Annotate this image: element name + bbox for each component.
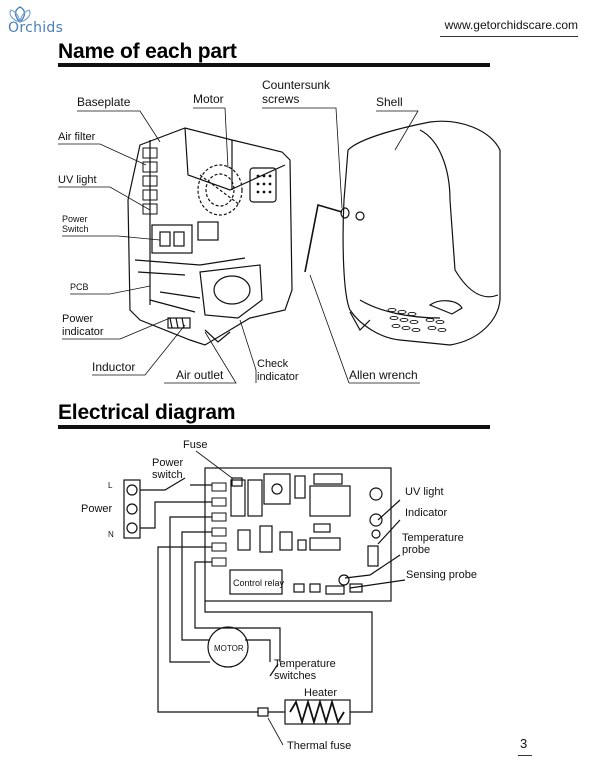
label-countersunk-1: Countersunk bbox=[262, 78, 331, 92]
label-power: Power bbox=[81, 503, 113, 515]
label-uv-light: UV light bbox=[58, 174, 97, 186]
power-terminal-block bbox=[123, 479, 141, 539]
label-check-indicator-2: indicator bbox=[257, 371, 299, 383]
label-heater: Heater bbox=[304, 687, 337, 699]
circuit-diagram bbox=[123, 467, 406, 726]
label-indicator: Indicator bbox=[405, 507, 448, 519]
label-uv-light: UV light bbox=[405, 486, 444, 498]
part-labels: Baseplate Motor Countersunk screws Shell… bbox=[58, 78, 418, 383]
label-temp-switches-2: switches bbox=[274, 670, 317, 682]
label-power-switch-1: Power bbox=[62, 214, 88, 224]
label-shell: Shell bbox=[376, 95, 403, 109]
thermal-fuse-symbol bbox=[257, 707, 269, 717]
page-number: 3 bbox=[520, 736, 528, 751]
section-rule-parts bbox=[58, 63, 490, 67]
label-temp-probe-1: Temperature bbox=[402, 532, 464, 544]
label-air-outlet: Air outlet bbox=[176, 368, 224, 382]
label-allen-wrench: Allen wrench bbox=[349, 368, 418, 382]
control-relay bbox=[229, 569, 283, 595]
label-baseplate: Baseplate bbox=[77, 95, 131, 109]
label-line-n: N bbox=[108, 530, 114, 539]
label-power-switch-2: Switch bbox=[62, 224, 89, 234]
label-power-switch-1: Power bbox=[152, 457, 184, 469]
label-power-indicator-1: Power bbox=[62, 313, 94, 325]
control-board bbox=[204, 467, 392, 602]
label-temp-switches-1: Temperature bbox=[274, 658, 336, 670]
allen-wrench-illustration bbox=[304, 203, 365, 273]
header-divider bbox=[440, 36, 578, 37]
motor-symbol bbox=[207, 626, 249, 668]
label-sensing-probe: Sensing probe bbox=[406, 569, 477, 581]
label-control-relay: Control relay bbox=[233, 578, 285, 588]
label-motor: Motor bbox=[193, 92, 224, 106]
brand-logo bbox=[6, 4, 76, 40]
label-countersunk-2: screws bbox=[262, 92, 299, 106]
section-rule-electrical bbox=[58, 425, 490, 429]
dryer-body-illustration bbox=[127, 127, 293, 346]
label-motor: MOTOR bbox=[214, 644, 244, 653]
label-temp-probe-2: probe bbox=[402, 544, 430, 556]
orchid-flower-icon bbox=[9, 6, 31, 23]
section-title-electrical: Electrical diagram bbox=[58, 401, 236, 424]
label-fuse: Fuse bbox=[183, 439, 207, 451]
heater-symbol bbox=[284, 699, 351, 725]
label-power-indicator-2: indicator bbox=[62, 326, 104, 338]
page-number-underline bbox=[518, 755, 532, 756]
label-inductor: Inductor bbox=[92, 360, 135, 374]
part-leader-lines bbox=[58, 107, 420, 384]
label-line-l: L bbox=[108, 481, 113, 490]
website-url[interactable]: www.getorchidscare.com bbox=[444, 18, 578, 32]
electrical-labels: Fuse Power switch L N Power UV light Ind… bbox=[81, 439, 477, 752]
label-thermal-fuse: Thermal fuse bbox=[287, 740, 351, 752]
label-check-indicator-1: Check bbox=[257, 358, 289, 370]
electrical-leader-lines bbox=[195, 450, 284, 746]
shell-illustration bbox=[342, 120, 501, 346]
label-power-switch-2: switch bbox=[152, 469, 183, 481]
label-pcb: PCB bbox=[70, 282, 89, 292]
brand-name: Orchids bbox=[8, 20, 64, 36]
section-title-parts: Name of each part bbox=[58, 40, 237, 63]
label-air-filter: Air filter bbox=[58, 131, 96, 143]
